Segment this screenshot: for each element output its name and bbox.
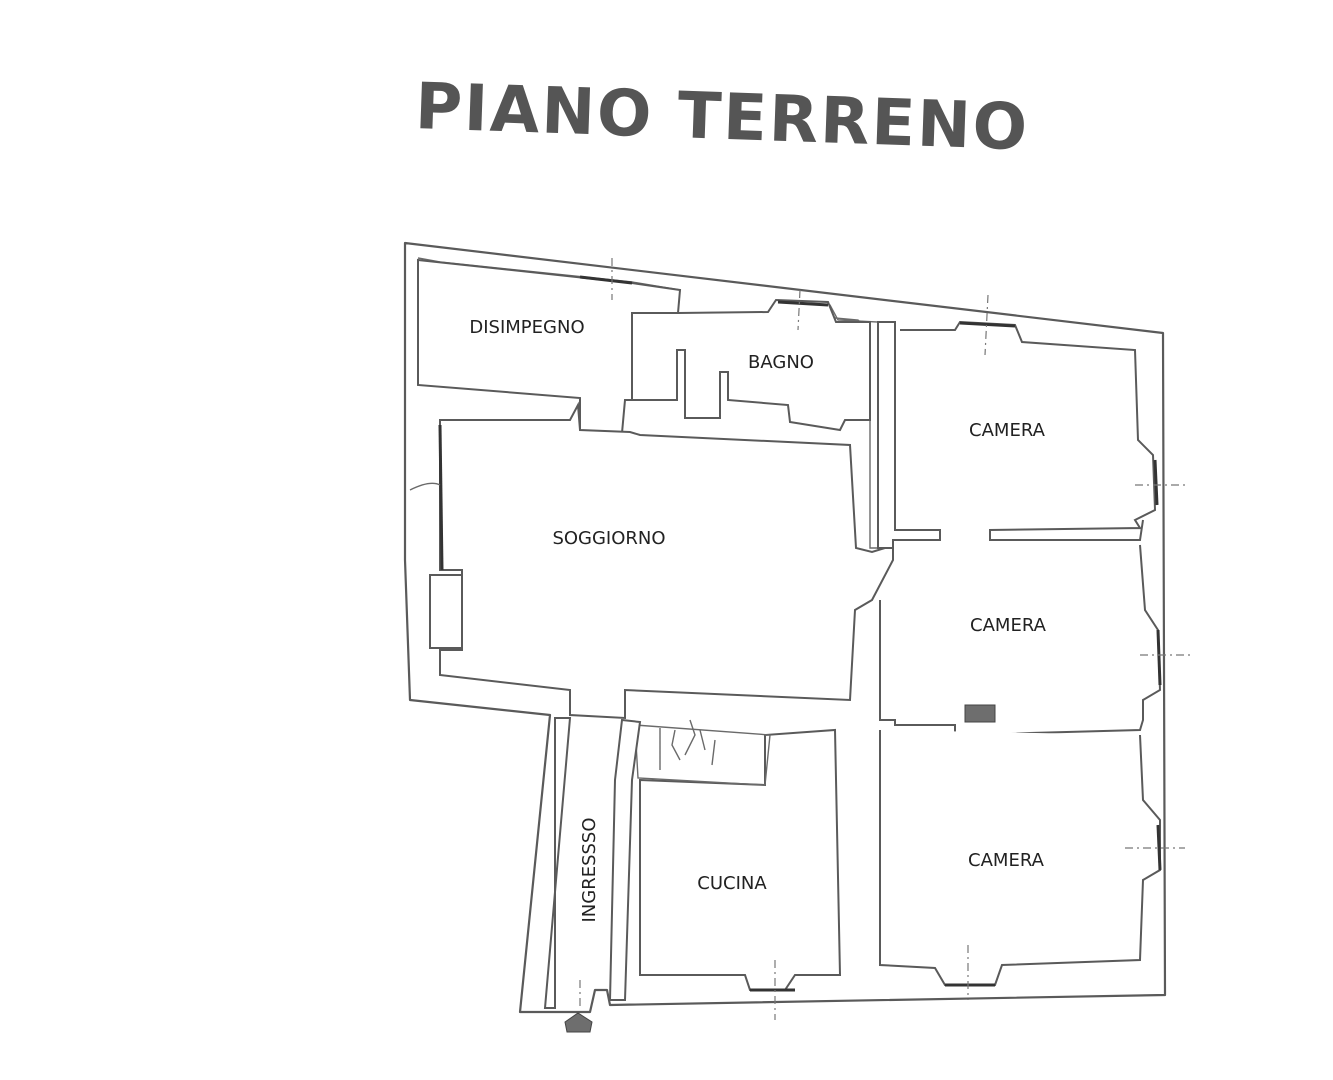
window-top-left bbox=[579, 275, 633, 285]
room-label-disimpegno: DISIMPEGNO bbox=[469, 317, 584, 338]
room-label-bagno: BAGNO bbox=[748, 352, 814, 373]
disimpegno-walls bbox=[417, 258, 682, 434]
left-wall-niche bbox=[429, 574, 463, 649]
soggiorno-walls bbox=[439, 401, 894, 720]
right-column-wall bbox=[877, 321, 941, 549]
window-camera-top bbox=[959, 321, 1016, 328]
bagno-walls bbox=[631, 298, 871, 432]
stairs-outline bbox=[634, 724, 771, 786]
cut-line-2 bbox=[797, 289, 801, 331]
room-label-camera-top: CAMERA bbox=[969, 420, 1046, 441]
room-label-camera-middle: CAMERA bbox=[970, 615, 1047, 636]
room-label-soggiorno: SOGGIORNO bbox=[552, 528, 665, 549]
cucina-walls bbox=[639, 728, 842, 991]
room-label-cucina: CUCINA bbox=[697, 873, 767, 894]
shaft-marker bbox=[964, 704, 996, 723]
window-right-3 bbox=[1156, 824, 1162, 871]
entrance-marker bbox=[564, 1012, 593, 1033]
camera-bottom-walls bbox=[879, 730, 1161, 986]
left-door-swing bbox=[409, 482, 441, 491]
stairs-steps bbox=[659, 719, 716, 770]
cut-line-3 bbox=[984, 294, 989, 356]
ingresso-corridor-walls bbox=[543, 717, 572, 1009]
window-right-2 bbox=[1156, 629, 1162, 686]
room-label-ingresso: INGRESSSO bbox=[579, 817, 600, 922]
ingresso-corridor-right-wall bbox=[608, 718, 642, 1001]
left-window bbox=[438, 424, 444, 571]
window-right-1 bbox=[1153, 459, 1159, 506]
window-bagno bbox=[777, 300, 829, 307]
room-label-camera-bottom: CAMERA bbox=[968, 850, 1045, 871]
